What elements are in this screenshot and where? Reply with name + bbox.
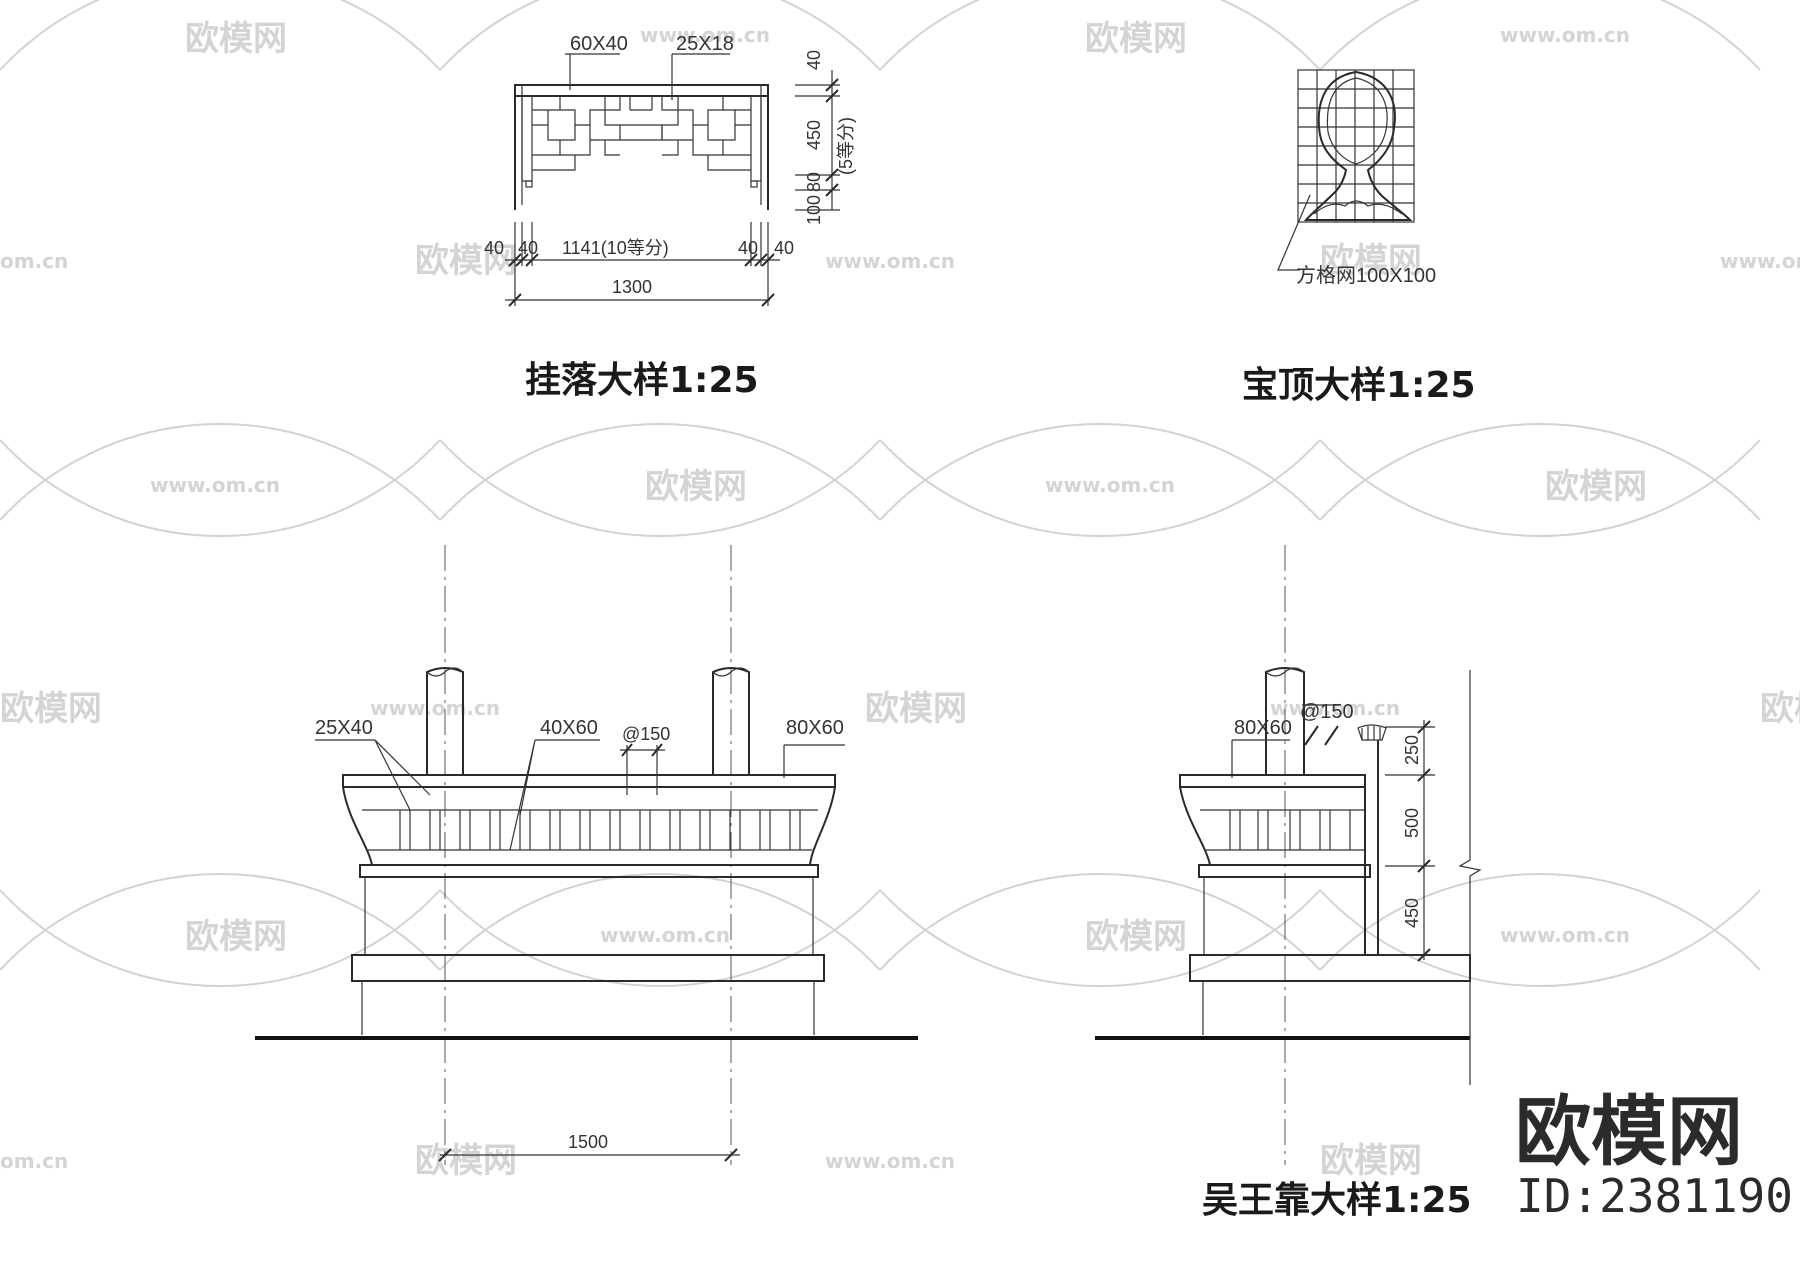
gualuo-dim-450: 450 [804, 120, 824, 150]
watermark-brand: 欧模网 [415, 241, 517, 281]
wuwangkao-label-spacing: @150 [622, 724, 670, 744]
wuwangkao-balusters [399, 810, 801, 850]
watermark-url: www.om.cn [1720, 249, 1800, 273]
brand-id: ID:2381190 [1516, 1169, 1793, 1223]
section-dim-500: 500 [1402, 808, 1422, 838]
watermark-url: www.om.cn [825, 249, 955, 273]
wuwangkao-section: 80X60 @150 250 500 450 吴王靠大样1:25 [1095, 545, 1482, 1221]
gualuo-dim-40-left2: 40 [518, 238, 538, 258]
gualuo-dim-1300: 1300 [612, 277, 652, 297]
gualuo-detail: 60X40 25X18 40 450 (5等分) 80 100 [484, 33, 856, 401]
wuwangkao-elevation: 25X40 40X60 @150 80X60 1500 [255, 545, 918, 1165]
baoding-detail: 方格网100X100 宝顶大样1:25 [1242, 69, 1476, 406]
section-label-80x60: 80X60 [1234, 717, 1292, 739]
gualuo-title: 挂落大样1:25 [525, 360, 759, 401]
gualuo-dim-100: 100 [804, 195, 824, 225]
watermark-brand: 欧模网 [1545, 467, 1647, 507]
gualuo-dim-40-left: 40 [484, 238, 504, 258]
watermark-brand: 欧模网 [185, 19, 287, 59]
watermark-url: www.om.cn [640, 23, 770, 47]
section-label-spacing: @150 [1300, 701, 1354, 723]
wuwangkao-label-80x60: 80X60 [786, 717, 844, 739]
brand-block: 欧模网 ID:2381190 [1515, 1087, 1793, 1223]
watermark-brand: 欧模网 [185, 917, 287, 957]
wuwangkao-dim-1500: 1500 [568, 1132, 608, 1152]
watermark-url: www.om.cn [370, 696, 500, 720]
wuwangkao-title: 吴王靠大样1:25 [1202, 1180, 1472, 1221]
gualuo-dim-40-right2: 40 [774, 238, 794, 258]
gualuo-dim-1141: 1141(10等分) [562, 238, 669, 258]
baoding-grid [1297, 69, 1415, 223]
watermark-layer: 欧模网 欧模网 www.om.cn www.om.cn om.cn 欧模网 ww… [0, 0, 1800, 1181]
watermark-brand: 欧模网 [415, 1141, 517, 1181]
baoding-grid-label: 方格网100X100 [1296, 264, 1436, 287]
gualuo-dim-5parts: (5等分) [836, 117, 856, 175]
section-dim-450: 450 [1402, 898, 1422, 928]
watermark-url: www.om.cn [1500, 923, 1630, 947]
wuwangkao-label-40x60: 40X60 [540, 717, 598, 739]
gualuo-dim-40-right: 40 [738, 238, 758, 258]
watermark-brand: 欧模网 [865, 689, 967, 729]
gualuo-dim-80: 80 [804, 172, 824, 192]
watermark-url: www.om.cn [1500, 23, 1630, 47]
watermark-url: om.cn [0, 1149, 68, 1173]
watermark-brand: 欧模网 [0, 689, 102, 729]
gualuo-label-60x40: 60X40 [570, 33, 628, 55]
watermark-url: www.om.cn [1270, 696, 1400, 720]
watermark-url: www.om.cn [600, 923, 730, 947]
watermark-url: www.om.cn [825, 1149, 955, 1173]
watermark-brand: 欧模网 [1320, 1141, 1422, 1181]
watermark-brand: 欧模网 [1760, 689, 1800, 729]
watermark-arcs [0, 0, 1761, 987]
watermark-url: www.om.cn [1045, 473, 1175, 497]
watermark-url: om.cn [0, 249, 68, 273]
watermark-brand: 欧模网 [1085, 917, 1187, 957]
watermark-brand: 欧模网 [645, 467, 747, 507]
watermark-url: www.om.cn [150, 473, 280, 497]
wuwangkao-label-25x40: 25X40 [315, 717, 373, 739]
watermark-brand: 欧模网 [1320, 241, 1422, 281]
brand-name: 欧模网 [1515, 1087, 1743, 1176]
section-dim-250: 250 [1402, 735, 1422, 765]
baoding-title: 宝顶大样1:25 [1242, 365, 1476, 406]
gualuo-label-25x18: 25X18 [676, 33, 734, 55]
gualuo-dim-40-top: 40 [804, 50, 824, 70]
watermark-brand: 欧模网 [1085, 19, 1187, 59]
